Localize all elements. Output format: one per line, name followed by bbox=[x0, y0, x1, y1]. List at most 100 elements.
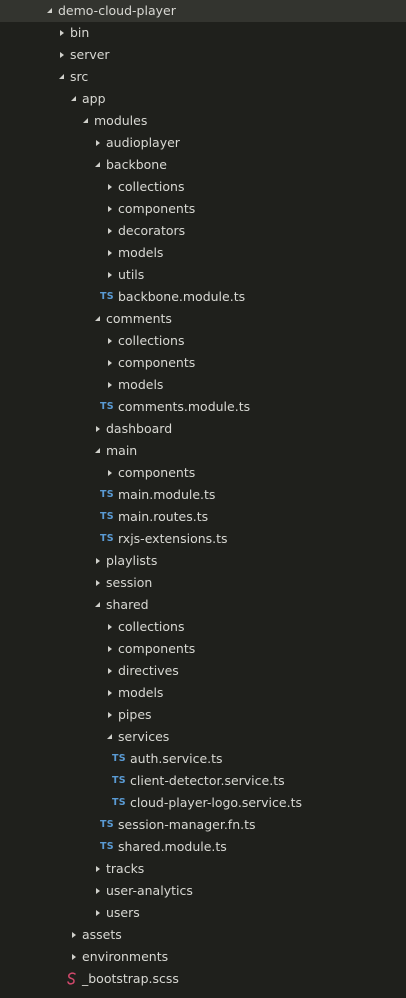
tree-folder-services[interactable]: services bbox=[0, 726, 406, 748]
disclosure-collapsed-icon[interactable] bbox=[106, 638, 114, 660]
disclosure-collapsed-icon[interactable] bbox=[106, 264, 114, 286]
disclosure-expanded-icon[interactable] bbox=[82, 110, 90, 132]
tree-item-label: components bbox=[118, 201, 196, 216]
tree-item-label: client-detector.service.ts bbox=[130, 773, 285, 788]
tree-folder-dashboard[interactable]: dashboard bbox=[0, 418, 406, 440]
tree-folder-app[interactable]: app bbox=[0, 88, 406, 110]
disclosure-expanded-icon[interactable] bbox=[94, 308, 102, 330]
tree-item-label: comments.module.ts bbox=[118, 399, 251, 414]
disclosure-collapsed-icon[interactable] bbox=[94, 858, 102, 880]
disclosure-collapsed-icon[interactable] bbox=[106, 462, 114, 484]
tree-item-label: audioplayer bbox=[106, 135, 180, 150]
tree-folder-collections[interactable]: collections bbox=[0, 176, 406, 198]
tree-item-label: main.routes.ts bbox=[118, 509, 209, 524]
tree-item-label: dashboard bbox=[106, 421, 173, 436]
disclosure-collapsed-icon[interactable] bbox=[70, 924, 78, 946]
tree-item-label: playlists bbox=[106, 553, 158, 568]
tree-folder-bin[interactable]: bin bbox=[0, 22, 406, 44]
tree-folder-tracks[interactable]: tracks bbox=[0, 858, 406, 880]
tree-item-label: models bbox=[118, 377, 164, 392]
tree-item-label: backbone.module.ts bbox=[118, 289, 246, 304]
tree-folder-assets[interactable]: assets bbox=[0, 924, 406, 946]
tree-folder-collections[interactable]: collections bbox=[0, 616, 406, 638]
tree-folder-server[interactable]: server bbox=[0, 44, 406, 66]
disclosure-collapsed-icon[interactable] bbox=[94, 572, 102, 594]
disclosure-expanded-icon[interactable] bbox=[94, 154, 102, 176]
tree-folder-session[interactable]: session bbox=[0, 572, 406, 594]
disclosure-collapsed-icon[interactable] bbox=[58, 44, 66, 66]
disclosure-collapsed-icon[interactable] bbox=[106, 198, 114, 220]
disclosure-collapsed-icon[interactable] bbox=[58, 22, 66, 44]
tree-folder-src[interactable]: src bbox=[0, 66, 406, 88]
disclosure-collapsed-icon[interactable] bbox=[106, 242, 114, 264]
tree-item-label: user-analytics bbox=[106, 883, 193, 898]
tree-item-label: comments bbox=[106, 311, 172, 326]
tree-item-label: cloud-player-logo.service.ts bbox=[130, 795, 302, 810]
disclosure-collapsed-icon[interactable] bbox=[106, 176, 114, 198]
sass-icon bbox=[66, 972, 78, 986]
disclosure-collapsed-icon[interactable] bbox=[106, 682, 114, 704]
tree-file-entry[interactable] bbox=[0, 990, 406, 994]
disclosure-expanded-icon[interactable] bbox=[106, 726, 114, 748]
disclosure-collapsed-icon[interactable] bbox=[106, 660, 114, 682]
disclosure-collapsed-icon[interactable] bbox=[94, 132, 102, 154]
disclosure-expanded-icon[interactable] bbox=[70, 88, 78, 110]
disclosure-collapsed-icon[interactable] bbox=[106, 374, 114, 396]
disclosure-expanded-icon[interactable] bbox=[46, 0, 54, 22]
disclosure-collapsed-icon[interactable] bbox=[106, 704, 114, 726]
tree-item-label: users bbox=[106, 905, 140, 920]
tree-folder-decorators[interactable]: decorators bbox=[0, 220, 406, 242]
tree-item-label: main.module.ts bbox=[118, 487, 216, 502]
disclosure-collapsed-icon[interactable] bbox=[70, 946, 78, 968]
disclosure-collapsed-icon[interactable] bbox=[106, 330, 114, 352]
tree-item-label: decorators bbox=[118, 223, 186, 238]
disclosure-expanded-icon[interactable] bbox=[94, 594, 102, 616]
disclosure-expanded-icon[interactable] bbox=[94, 440, 102, 462]
tree-item-label: server bbox=[70, 47, 110, 62]
tree-folder-components[interactable]: components bbox=[0, 638, 406, 660]
tree-folder-users[interactable]: users bbox=[0, 902, 406, 924]
tree-folder-playlists[interactable]: playlists bbox=[0, 550, 406, 572]
tree-folder-main[interactable]: main bbox=[0, 440, 406, 462]
tree-item-label: auth.service.ts bbox=[130, 751, 223, 766]
tree-folder-models[interactable]: models bbox=[0, 374, 406, 396]
tree-folder-models[interactable]: models bbox=[0, 242, 406, 264]
disclosure-expanded-icon[interactable] bbox=[58, 66, 66, 88]
disclosure-collapsed-icon[interactable] bbox=[94, 902, 102, 924]
tree-folder-user-analytics[interactable]: user-analytics bbox=[0, 880, 406, 902]
disclosure-collapsed-icon[interactable] bbox=[106, 220, 114, 242]
tree-folder-environments[interactable]: environments bbox=[0, 946, 406, 968]
tree-folder-components[interactable]: components bbox=[0, 198, 406, 220]
tree-folder-directives[interactable]: directives bbox=[0, 660, 406, 682]
tree-folder-components[interactable]: components bbox=[0, 462, 406, 484]
tree-folder-collections[interactable]: collections bbox=[0, 330, 406, 352]
disclosure-collapsed-icon[interactable] bbox=[106, 352, 114, 374]
disclosure-collapsed-icon[interactable] bbox=[94, 880, 102, 902]
tree-folder-modules[interactable]: modules bbox=[0, 110, 406, 132]
tree-folder-utils[interactable]: utils bbox=[0, 264, 406, 286]
disclosure-collapsed-icon[interactable] bbox=[106, 616, 114, 638]
tree-folder-comments[interactable]: comments bbox=[0, 308, 406, 330]
disclosure-collapsed-icon[interactable] bbox=[94, 418, 102, 440]
tree-folder-shared[interactable]: shared bbox=[0, 594, 406, 616]
tree-folder-demo-cloud-player[interactable]: demo-cloud-player bbox=[0, 0, 406, 22]
tree-folder-models[interactable]: models bbox=[0, 682, 406, 704]
tree-file-bootstrap-scss[interactable]: _bootstrap.scss bbox=[0, 968, 406, 990]
disclosure-collapsed-icon[interactable] bbox=[94, 550, 102, 572]
tree-folder-components[interactable]: components bbox=[0, 352, 406, 374]
tree-folder-pipes[interactable]: pipes bbox=[0, 704, 406, 726]
tree-folder-audioplayer[interactable]: audioplayer bbox=[0, 132, 406, 154]
tree-item-label: assets bbox=[82, 927, 122, 942]
tree-item-label: models bbox=[118, 245, 164, 260]
tree-folder-backbone[interactable]: backbone bbox=[0, 154, 406, 176]
